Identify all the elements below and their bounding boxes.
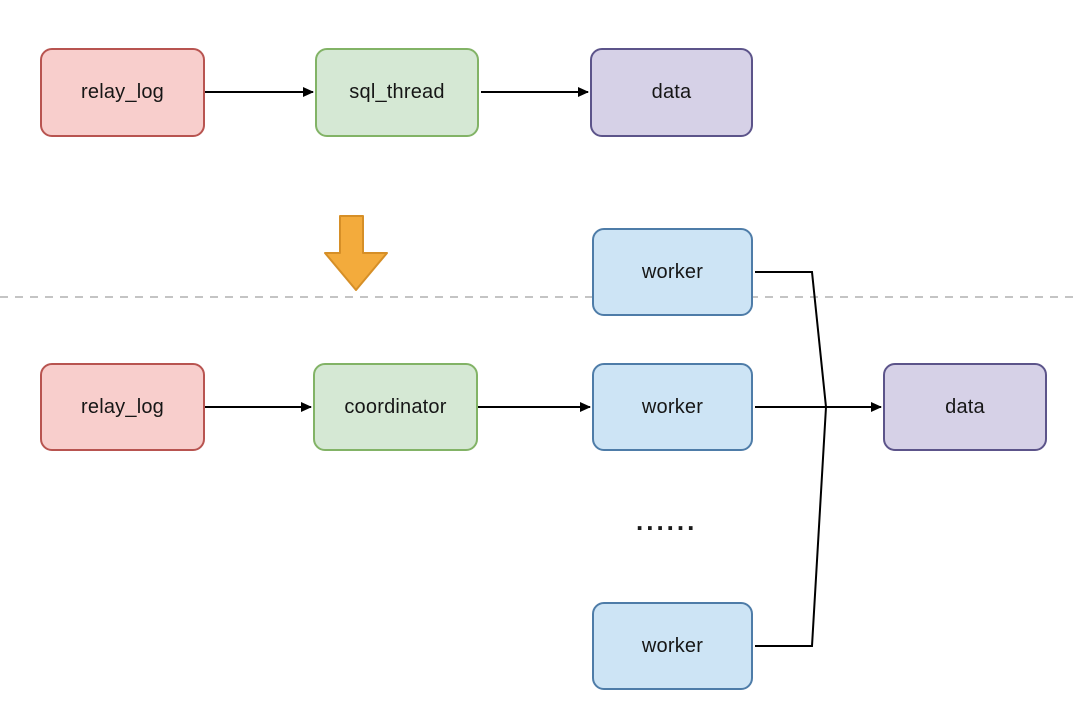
node-worker-middle: worker xyxy=(592,363,753,451)
node-worker-bottom: worker xyxy=(592,602,753,690)
down-arrow-icon xyxy=(324,215,388,291)
node-label: coordinator xyxy=(344,395,447,418)
node-sql-thread: sql_thread xyxy=(315,48,479,137)
node-relay-log-bottom: relay_log xyxy=(40,363,205,451)
node-label: worker xyxy=(641,634,704,657)
node-relay-log-top: relay_log xyxy=(40,48,205,137)
node-label: data xyxy=(945,395,985,418)
node-data-top: data xyxy=(590,48,753,137)
node-worker-top: worker xyxy=(592,228,753,316)
connector-worker-bottom-join xyxy=(755,406,827,647)
node-label: relay_log xyxy=(81,395,164,418)
node-data-bottom: data xyxy=(883,363,1047,451)
node-label: data xyxy=(651,81,692,103)
node-coordinator: coordinator xyxy=(313,363,478,451)
node-label: worker xyxy=(641,395,704,418)
workers-ellipsis: ...... xyxy=(636,506,698,536)
node-label: sql_thread xyxy=(349,81,445,103)
node-label: relay_log xyxy=(81,81,164,103)
node-label: worker xyxy=(641,260,704,283)
connector-worker-top-join xyxy=(755,271,827,408)
